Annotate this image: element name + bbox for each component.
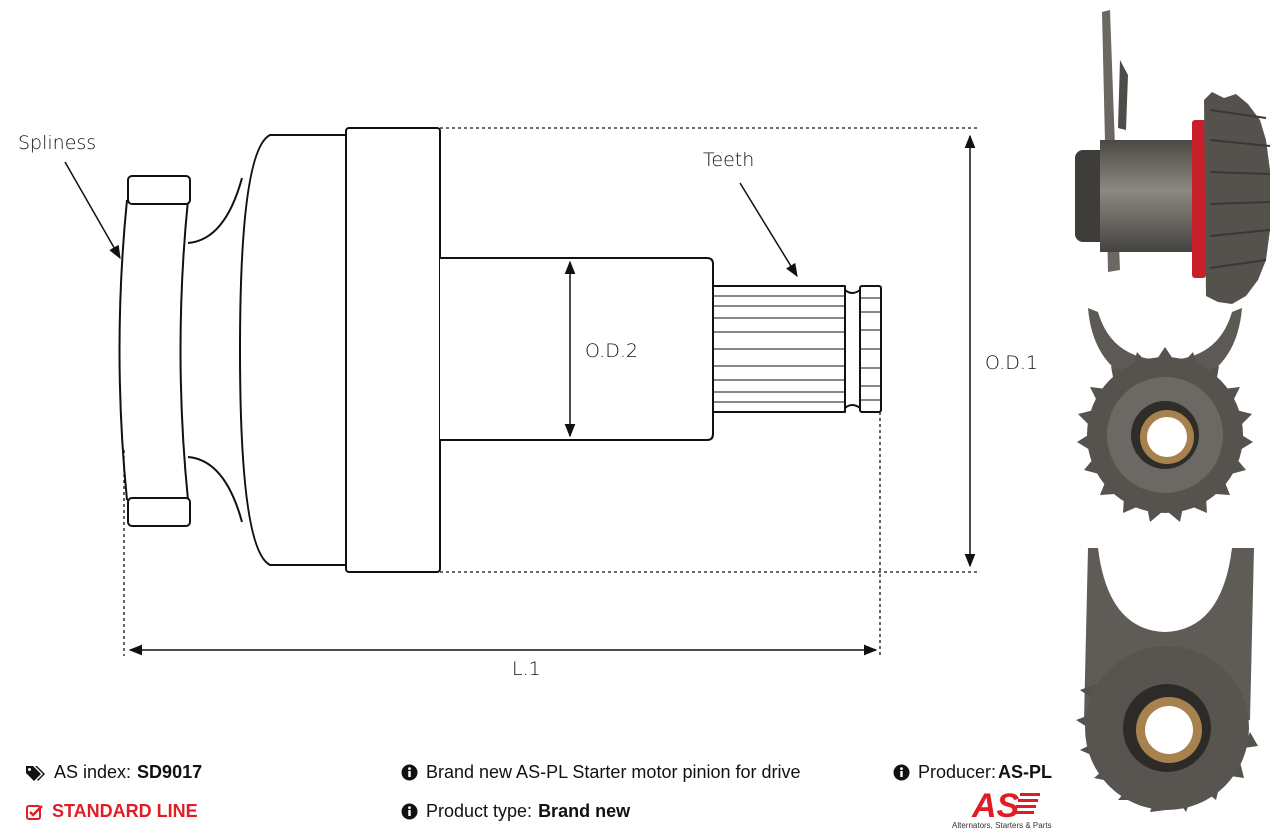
spliness-leader bbox=[64, 161, 121, 260]
od2-label: O.D.2 bbox=[585, 340, 638, 362]
producer-value: AS-PL bbox=[998, 762, 1053, 782]
tags-icon bbox=[26, 765, 46, 781]
logo-subtitle: Alternators, Starters & Parts bbox=[952, 821, 1052, 830]
as-index-value: SD9017 bbox=[137, 762, 203, 782]
info-circle-icon bbox=[401, 803, 418, 820]
l1-label: L.1 bbox=[512, 658, 541, 680]
logo-text: AS bbox=[971, 787, 1020, 821]
info-circle-icon bbox=[893, 764, 910, 781]
gear-teeth-front bbox=[1077, 347, 1253, 522]
product-photo-side bbox=[1075, 10, 1271, 304]
product-type-value: Brand new bbox=[538, 801, 631, 821]
producer: Producer: AS-PL bbox=[893, 762, 1052, 783]
teeth-label: Teeth bbox=[703, 149, 754, 171]
as-index-label: AS index: bbox=[54, 762, 132, 782]
description-text: Brand new AS-PL Starter motor pinion for… bbox=[426, 762, 801, 782]
as-index: AS index: SD9017 bbox=[26, 762, 202, 783]
producer-label: Producer: bbox=[918, 762, 997, 782]
pinion-outline bbox=[118, 127, 882, 573]
od1-label: O.D.1 bbox=[985, 352, 1038, 374]
description: Brand new AS-PL Starter motor pinion for… bbox=[401, 762, 801, 783]
standard-line-label: STANDARD LINE bbox=[52, 801, 198, 821]
spliness-label: Spliness bbox=[18, 132, 96, 154]
info-circle-icon bbox=[401, 764, 418, 781]
product-photo-fork bbox=[1076, 548, 1258, 812]
check-square-icon bbox=[26, 804, 44, 820]
dimension-guides bbox=[123, 127, 978, 656]
product-photo-front bbox=[1077, 308, 1253, 522]
dimension-arrows bbox=[64, 134, 976, 656]
standard-line: STANDARD LINE bbox=[26, 801, 198, 822]
as-pl-logo: AS bbox=[971, 787, 1040, 821]
spline-lines bbox=[713, 295, 881, 403]
product-type-label: Product type: bbox=[426, 801, 533, 821]
teeth-leader bbox=[739, 182, 798, 278]
product-type: Product type: Brand new bbox=[401, 801, 630, 822]
